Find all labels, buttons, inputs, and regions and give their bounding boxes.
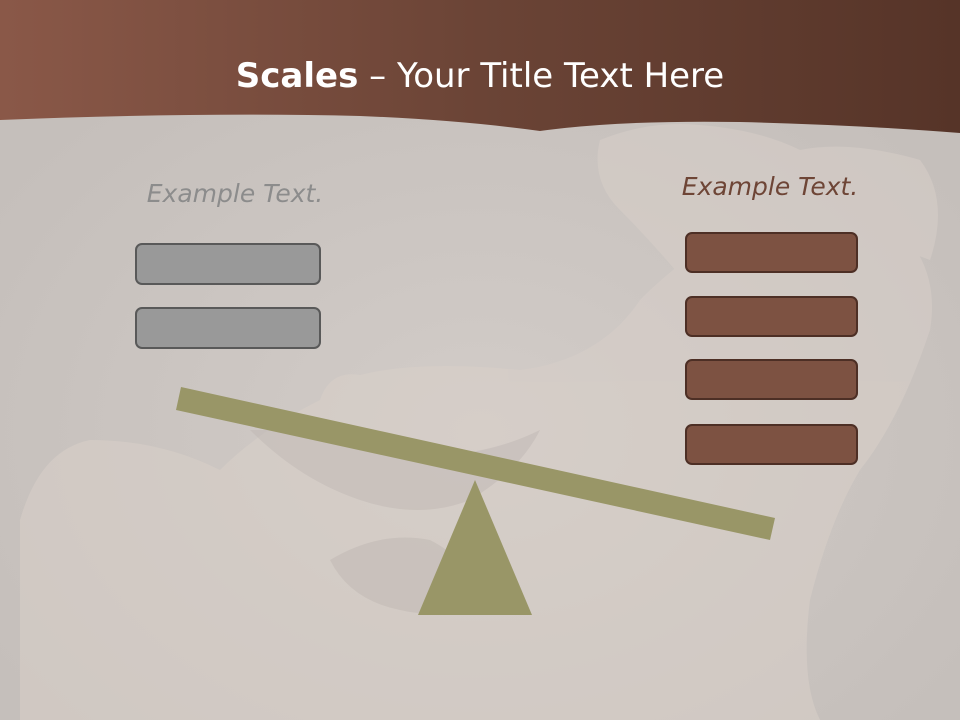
title-bold: Scales xyxy=(235,56,359,96)
right-box-4 xyxy=(685,424,858,465)
slide-title: Scales – Your Title Text Here xyxy=(0,52,960,100)
right-label: Example Text. xyxy=(681,172,859,201)
right-box-3 xyxy=(685,359,858,400)
title-rest: – Your Title Text Here xyxy=(358,56,725,96)
left-label: Example Text. xyxy=(146,179,324,208)
left-box-2 xyxy=(135,307,321,349)
right-box-1 xyxy=(685,232,858,273)
right-box-2 xyxy=(685,296,858,337)
left-box-1 xyxy=(135,243,321,285)
header-band xyxy=(0,0,960,133)
